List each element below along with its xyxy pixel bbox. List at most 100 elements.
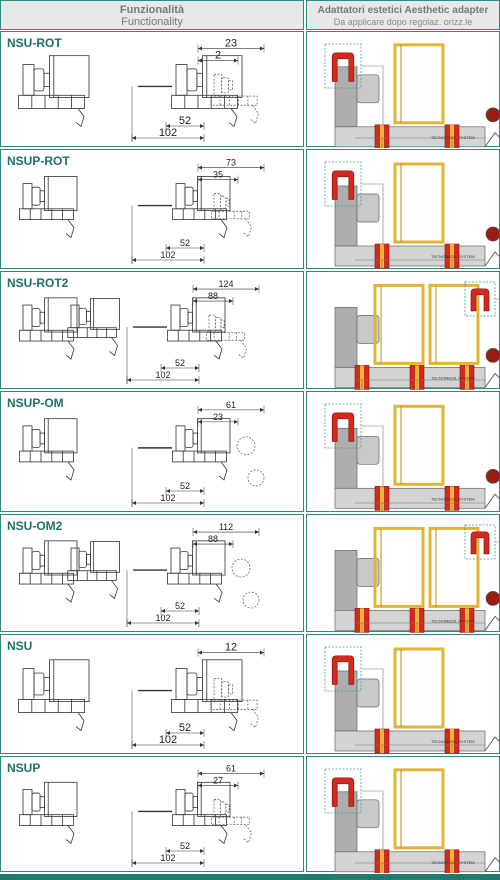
hinge-lever (228, 712, 238, 732)
dimension-arrow (234, 177, 238, 182)
hinge-lever (218, 825, 228, 845)
rotation-wheel (247, 469, 265, 487)
roller-wheel (485, 348, 500, 363)
hinge-arm (171, 450, 227, 463)
hinge-body (334, 307, 358, 368)
dimension-arrow (200, 743, 204, 747)
dimension-label: 124 (218, 279, 233, 289)
gold-door-frame (393, 162, 445, 244)
dimension-arrow (161, 609, 165, 613)
dimension-label: 102 (159, 127, 177, 139)
dimension-arrow (255, 530, 259, 535)
hinge-knuckle (31, 551, 41, 571)
adapter-cell: TECNOMEDIL SYSTEM (306, 514, 500, 633)
adapter-stripe (450, 729, 454, 753)
adapter-stripe (450, 124, 454, 148)
dimension-arrow (127, 378, 131, 382)
hinge-cap (228, 684, 233, 695)
dimension-arrow (200, 258, 204, 262)
dimension-arrow (132, 861, 136, 865)
dimension-arrow (195, 378, 199, 382)
product-name: NSU-OM2 (7, 519, 63, 533)
inset-leader (361, 425, 384, 489)
hinge-knuckle (356, 435, 380, 465)
hinge-lever (238, 340, 247, 359)
hinge-lever (243, 218, 252, 238)
red-adapter-icon (470, 531, 490, 555)
hinge-plate (170, 547, 181, 574)
door-frame (44, 297, 78, 333)
hinge-arm (210, 699, 258, 710)
door-frame (90, 541, 121, 573)
hinge-lever (250, 709, 259, 728)
hinge-knuckle (31, 792, 41, 812)
hinge-lever (228, 108, 238, 128)
dimension-label: 23 (225, 37, 237, 49)
dimension-arrow (166, 246, 170, 250)
aesthetic-adapter-header: Adattatori estetici Aesthetic adapter Da… (306, 0, 500, 30)
dimension-arrow (200, 849, 204, 853)
product-name: NSU-ROT (7, 36, 62, 50)
hinge-arm (18, 94, 86, 109)
dimension-label: 35 (213, 170, 223, 180)
adapter-drawing: TECNOMEDIL SYSTEM (324, 403, 500, 511)
brand-label: TECNOMEDIL SYSTEM (431, 860, 475, 865)
dimension-arrow (260, 771, 264, 776)
dimension-arrow (198, 407, 202, 412)
dimension-arrow (132, 743, 136, 747)
adapter-stripe (360, 608, 364, 633)
dimension-label: 102 (159, 734, 177, 746)
hinge-arm (211, 816, 250, 826)
gold-door-frame (393, 404, 445, 486)
door-frame (44, 175, 78, 212)
inset-leader (361, 65, 384, 127)
dimension-label: 52 (179, 722, 191, 734)
brand-label: TECNOMEDIL SYSTEM (431, 618, 475, 623)
hinge-arm (18, 699, 86, 714)
inset-leader (361, 790, 384, 852)
hinge-cap (225, 198, 230, 207)
hinge-arm (206, 332, 245, 341)
adapter-stripe (465, 365, 469, 390)
dimension-label: 102 (155, 370, 170, 380)
hinge-cap (85, 554, 91, 565)
red-adapter-icon (331, 412, 355, 442)
hinge-cap (192, 796, 199, 808)
red-adapter-icon (331, 170, 355, 200)
dimension-arrow (229, 299, 233, 304)
dimension-arrow (198, 165, 202, 170)
hinge-cap (39, 190, 45, 202)
product-name: NSUP (7, 761, 41, 775)
dimension-arrow (200, 246, 204, 250)
dimension-arrow (198, 46, 202, 51)
dimension-label: 102 (160, 493, 175, 503)
product-name: NSU-ROT2 (7, 276, 69, 290)
functionality-subtitle: Functionality (121, 16, 183, 28)
hinge-arm (210, 95, 258, 106)
gold-door-frame (428, 283, 480, 365)
adapter-stripe (450, 849, 454, 873)
dimension-label: 61 (226, 763, 236, 773)
dimension-arrow (200, 124, 204, 128)
red-adapter-icon (331, 52, 355, 82)
functionality-title: Funzionalità (119, 4, 185, 16)
hinge-knuckle (356, 74, 380, 104)
hinge-arm (171, 208, 227, 220)
dimension-label: 88 (208, 291, 218, 301)
hinge-cap (39, 311, 45, 324)
dimension-arrow (260, 46, 264, 51)
dimension-arrow (195, 366, 199, 370)
footer-bar (0, 874, 500, 880)
hinge-cap (225, 804, 230, 813)
adapter-stripe (380, 486, 384, 511)
adapter-cell: TECNOMEDIL SYSTEM (306, 31, 500, 148)
dimension-label: 23 (213, 412, 223, 422)
hinge-arm (18, 329, 74, 342)
product-name: NSU (7, 639, 33, 653)
brand-label: TECNOMEDIL SYSTEM (431, 135, 475, 140)
hinge-knuckle (33, 672, 45, 696)
